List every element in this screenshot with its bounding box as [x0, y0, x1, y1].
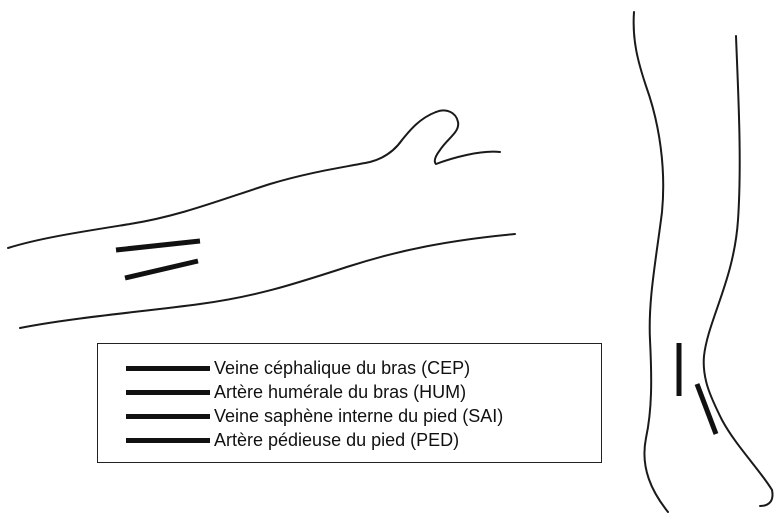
foot-sole-contour — [760, 490, 773, 506]
legend-box: Veine céphalique du bras (CEP) Artère hu… — [97, 343, 602, 463]
arm-lower-contour — [20, 234, 515, 328]
thumb-contour — [435, 110, 500, 164]
arm-marker-cep — [116, 241, 200, 250]
legend-item-cep: Veine céphalique du bras (CEP) — [126, 356, 470, 380]
arm-drawing — [8, 110, 515, 328]
legend-line-swatch — [126, 438, 210, 443]
leg-outer-contour — [634, 12, 668, 512]
legend-label-sai: Veine saphène interne du pied (SAI) — [214, 404, 503, 428]
legend-label-hum: Artère humérale du bras (HUM) — [214, 380, 466, 404]
legend-item-hum: Artère humérale du bras (HUM) — [126, 380, 466, 404]
legend-line-swatch — [126, 414, 210, 419]
arm-upper-contour — [8, 112, 436, 248]
leg-marker-ped — [697, 384, 716, 434]
legend-item-ped: Artère pédieuse du pied (PED) — [126, 428, 459, 452]
leg-drawing — [634, 12, 773, 512]
legend-item-sai: Veine saphène interne du pied (SAI) — [126, 404, 503, 428]
legend-label-ped: Artère pédieuse du pied (PED) — [214, 428, 459, 452]
arm-marker-hum — [125, 261, 198, 278]
legend-line-swatch — [126, 366, 210, 371]
legend-label-cep: Veine céphalique du bras (CEP) — [214, 356, 470, 380]
legend-line-swatch — [126, 390, 210, 395]
